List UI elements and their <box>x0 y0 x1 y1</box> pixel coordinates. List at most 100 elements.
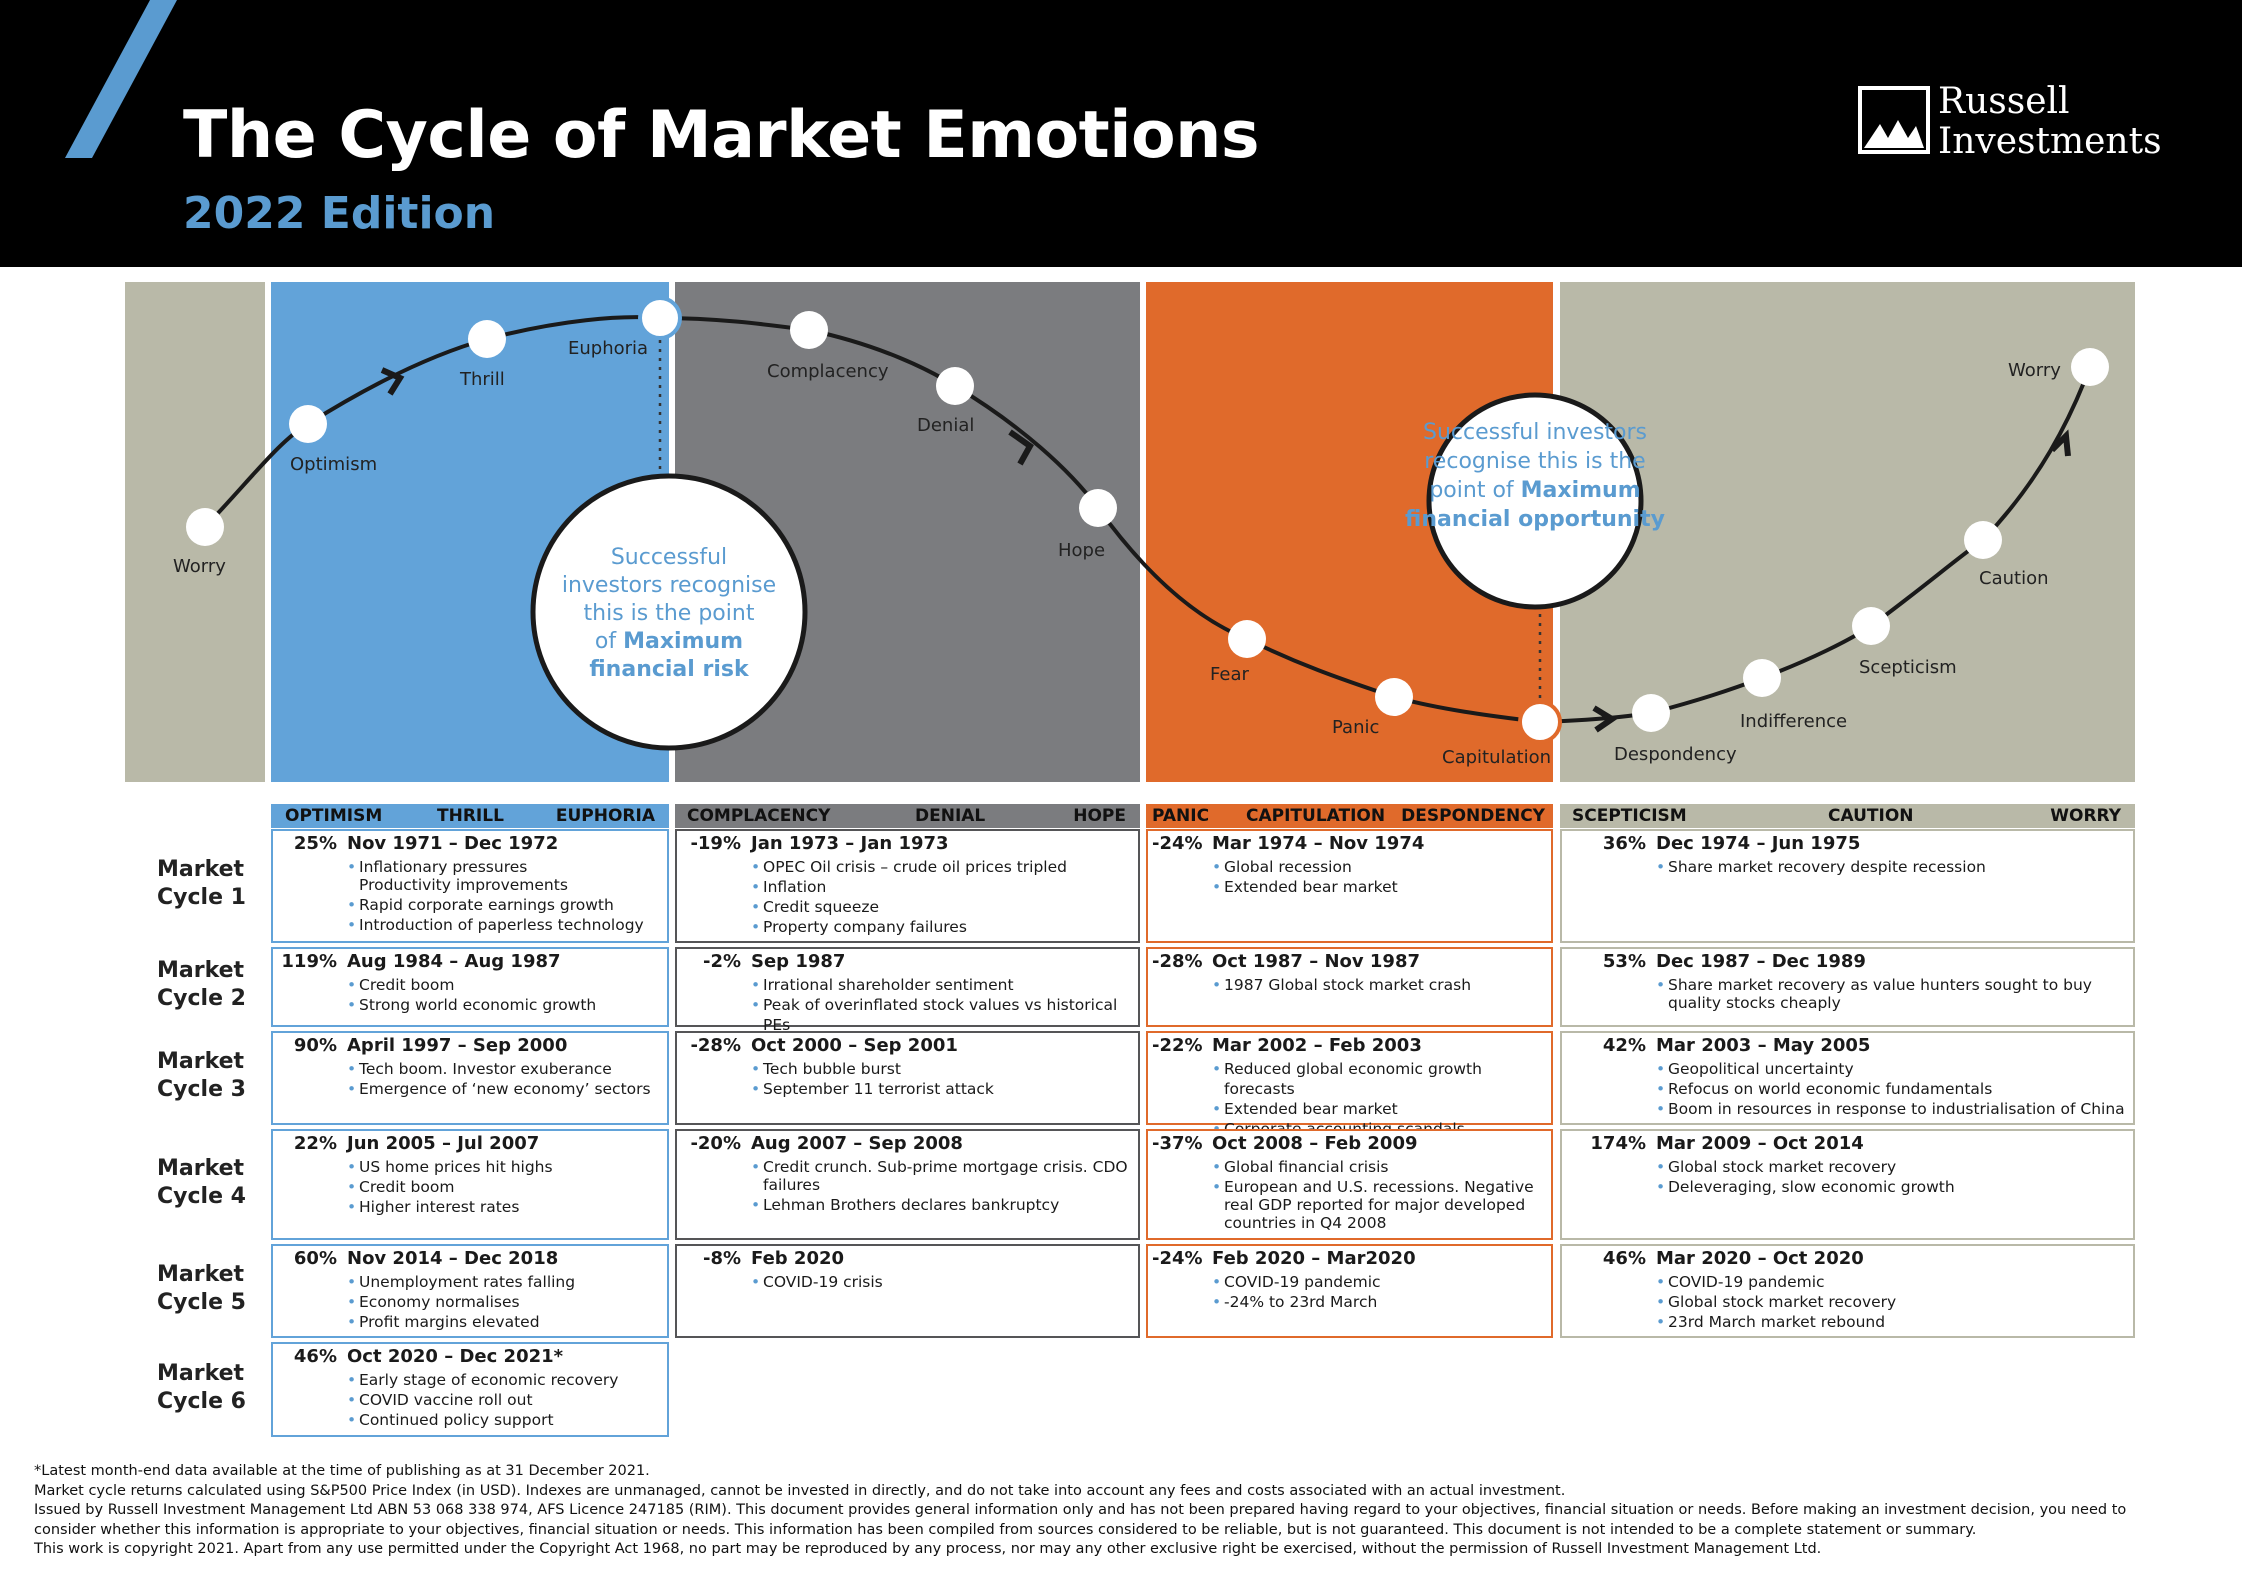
cycle-cell: 42%Mar 2003 – May 2005Geopolitical uncer… <box>1560 1031 2135 1125</box>
cycle-event-item: Economy normalises <box>347 1292 661 1312</box>
callout-opportunity-bold: Maximum <box>1521 478 1641 503</box>
cycle-event-item: Extended bear market <box>1212 1099 1545 1119</box>
cycle-return-pct: 174% <box>1590 1133 1646 1154</box>
cycle-event-item: Rapid corporate earnings growth <box>347 895 661 915</box>
cycle-event-item: Property company failures <box>751 917 1132 937</box>
cycle-return-pct: 46% <box>293 1346 337 1367</box>
footnote-line: consider whether this information is app… <box>34 1521 1977 1538</box>
cycle-cell: 46%Mar 2020 – Oct 2020COVID-19 pandemicG… <box>1560 1244 2135 1338</box>
cycle-event-item: Productivity improvements <box>359 876 568 894</box>
cycle-event-list: 1987 Global stock market crash <box>1212 975 1545 995</box>
phase-label: SCEPTICISM <box>1572 806 1687 826</box>
cycle-event-item: Global recession <box>1212 857 1545 877</box>
cycle-period: Oct 1987 – Nov 1987 <box>1212 951 1421 972</box>
cycle-event-item: Tech bubble burst <box>751 1059 1132 1079</box>
cycle-return-pct: 53% <box>1602 951 1646 972</box>
cycle-event-item: Strong world economic growth <box>347 995 661 1015</box>
cycle-event-item: Peak of overinflated stock values vs his… <box>751 995 1132 1035</box>
curve-points <box>186 296 2109 744</box>
cycle-period: Nov 1971 – Dec 1972 <box>347 833 559 854</box>
cycle-cell: 36% Dec 1974 – Jun 1975Share market recov… <box>1560 829 2135 943</box>
cycle-return-pct: -28% <box>1152 951 1203 972</box>
cycle-event-list: Share market recovery as value hunters s… <box>1656 975 2127 1013</box>
cycle-return-pct: 36% <box>1602 833 1646 854</box>
cycle-cell: 174% Mar 2009 – Oct 2014Global stock mark… <box>1560 1129 2135 1240</box>
cycle-cell: 46%Oct 2020 – Dec 2021*Early stage of ec… <box>271 1342 669 1437</box>
cycle-event-list: Global stock market recoveryDeleveraging… <box>1656 1157 2127 1197</box>
cycle-period: Oct 2008 – Feb 2009 <box>1212 1133 1418 1154</box>
curve-label-scepticism: Scepticism <box>1859 657 1957 678</box>
market-cycle-label-line: Cycle 6 <box>157 1388 246 1414</box>
cycle-return-pct: 119% <box>281 951 337 972</box>
cycle-cell: -28%Oct 2000 – Sep 2001Tech bubble burst… <box>675 1031 1140 1125</box>
footnotes: *Latest month-end data available at the … <box>34 1462 2214 1560</box>
russell-logo: Russell Investments <box>1858 82 2162 162</box>
callout-risk-line: financial risk <box>589 657 750 682</box>
phase-label: OPTIMISM <box>285 806 383 826</box>
cycle-period: Dec 1974 – Jun 1975 <box>1656 833 1861 854</box>
cycle-cell: -8%Feb 2020COVID-19 crisis <box>675 1244 1140 1338</box>
cycle-event-item: COVID vaccine roll out <box>347 1390 661 1410</box>
cycle-cell: -2%Sep 1987Irrational shareholder sentim… <box>675 947 1140 1034</box>
cycle-cell: 53%Dec 1987 – Dec 1989Share market recov… <box>1560 947 2135 1027</box>
russell-logo-text: Russell Investments <box>1938 82 2162 162</box>
cycle-event-item: Credit crunch. Sub-prime mortgage crisis… <box>751 1157 1132 1177</box>
cycle-event-item: -24% to 23rd March <box>1212 1292 1545 1312</box>
curve-label-fear: Fear <box>1210 664 1249 685</box>
curve-label-capitulation: Capitulation <box>1442 747 1551 768</box>
curve-point-despondency <box>1632 694 1670 732</box>
cycle-period: Sep 1987 <box>751 951 846 972</box>
cycle-event-item: Boom in resources in response to industr… <box>1656 1099 2127 1119</box>
page-title: The Cycle of Market Emotions <box>183 98 1260 173</box>
cycle-event-item: Extended bear market <box>1212 877 1545 897</box>
header-banner: The Cycle of Market Emotions 2022 Editio… <box>0 0 2242 267</box>
cycle-event-item: real GDP reported for major developed <box>1224 1196 1526 1214</box>
cycle-event-item: Tech boom. Investor exuberance <box>347 1059 661 1079</box>
cycle-return-pct: 42% <box>1602 1035 1646 1056</box>
cycle-cell: 25%Nov 1971 – Dec 1972Inflationary press… <box>271 829 669 943</box>
curve-point-complacency <box>790 311 828 349</box>
cycle-return-pct: 22% <box>293 1133 337 1154</box>
curve-point-indifference <box>1743 659 1781 697</box>
callout-opportunity-line: financial opportunity <box>1405 507 1665 532</box>
arrow-icon <box>380 367 405 396</box>
market-cycle-label-line: Market <box>157 958 245 983</box>
cycle-event-item: Deleveraging, slow economic growth <box>1656 1177 2127 1197</box>
cycle-event-item: COVID-19 crisis <box>751 1272 1132 1292</box>
cycle-event-list: COVID-19 pandemicGlobal stock market rec… <box>1656 1272 2127 1332</box>
cycle-event-list: Tech bubble burstSeptember 11 terrorist … <box>751 1059 1132 1099</box>
phase-label: COMPLACENCY <box>687 806 831 826</box>
callout-opportunity-line: Successful investors <box>1423 420 1647 445</box>
callout-opportunity-line: point of Maximum <box>1429 478 1640 503</box>
cycle-event-item: Credit boom <box>347 1177 661 1197</box>
cycle-event-item: Global stock market recovery <box>1656 1292 2127 1312</box>
cycle-period: Nov 2014 – Dec 2018 <box>347 1248 559 1269</box>
cycle-event-item: Global stock market recovery <box>1656 1157 2127 1177</box>
phase-label: CAUTION <box>1828 806 1914 826</box>
cycle-return-pct: 60% <box>293 1248 337 1269</box>
cycle-event-item: September 11 terrorist attack <box>751 1079 1132 1099</box>
cycle-event-list: Share market recovery despite recession <box>1656 857 2127 877</box>
cycle-period: Mar 2009 – Oct 2014 <box>1656 1133 1864 1154</box>
curve-point-thrill <box>468 320 506 358</box>
market-cycle-label-line: Market <box>157 1360 245 1386</box>
cycle-event-item: failures <box>763 1176 821 1194</box>
cycle-event-list: COVID-19 pandemic-24% to 23rd March <box>1212 1272 1545 1312</box>
curve-point-caution <box>1964 521 2002 559</box>
cycle-return-pct: 46% <box>1602 1248 1646 1269</box>
phase-label: HOPE <box>1073 806 1126 826</box>
cycle-return-pct: -24% <box>1152 1248 1203 1269</box>
curve-point-denial <box>936 367 974 405</box>
cycle-event-list: Credit boomStrong world economic growth <box>347 975 661 1015</box>
cycle-event-item: Share market recovery as value hunters s… <box>1656 975 2127 995</box>
phase-label: DESPONDENCY <box>1401 806 1545 826</box>
cycle-period: April 1997 – Sep 2000 <box>347 1035 568 1056</box>
curve-point-worry <box>186 508 224 546</box>
cycle-period: Feb 2020 – Mar2020 <box>1212 1248 1416 1269</box>
cycle-period: Feb 2020 <box>751 1248 845 1269</box>
cycle-cell: -22%Mar 2002 – Feb 2003Reduced global ec… <box>1146 1031 1553 1139</box>
callout-opportunity-pre: point of <box>1429 478 1520 503</box>
